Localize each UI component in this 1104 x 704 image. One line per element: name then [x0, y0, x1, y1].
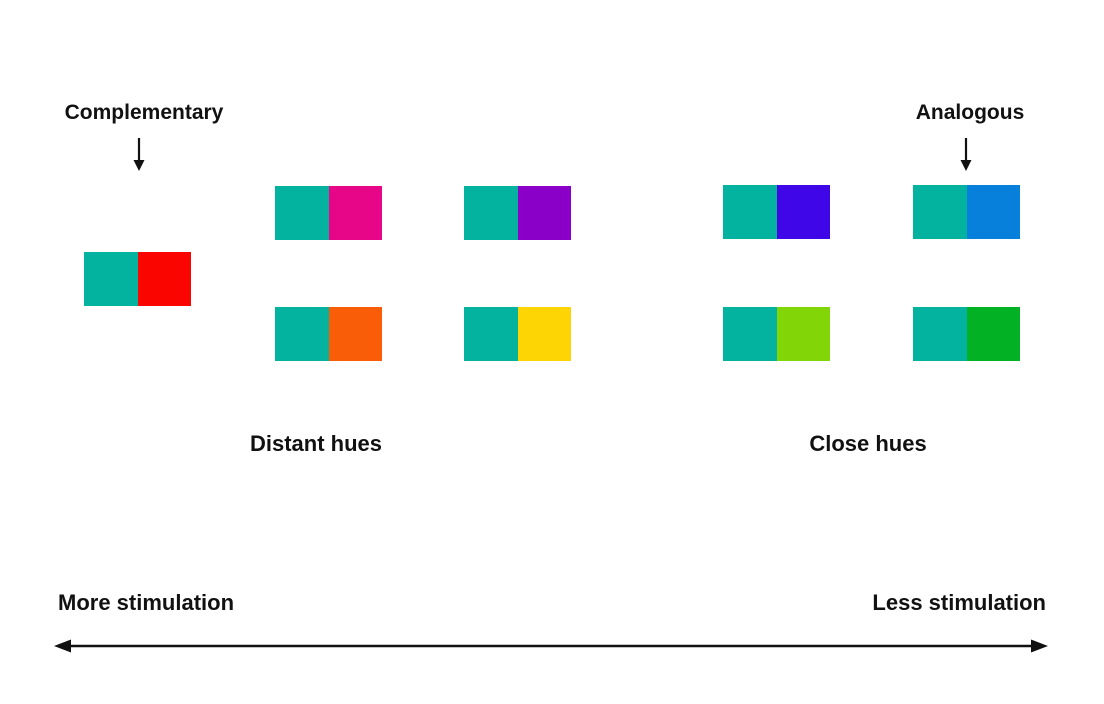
swatch-teal: [275, 307, 329, 361]
swatch-orange: [328, 307, 382, 361]
complementary-label: Complementary: [64, 101, 224, 124]
swatch-pair-complementary: [84, 252, 191, 306]
swatch-pair-close-top-1: [723, 185, 830, 239]
swatch-teal: [464, 186, 518, 240]
analogous-label: Analogous: [915, 101, 1025, 124]
swatch-pair-distant-bottom-2: [464, 307, 571, 361]
swatch-pair-close-bottom-1: [723, 307, 830, 361]
less-stimulation-label: Less stimulation: [872, 590, 1046, 615]
swatch-pair-distant-top-2: [464, 186, 571, 240]
swatch-yellow: [517, 307, 571, 361]
swatch-teal: [723, 185, 777, 239]
swatch-teal: [913, 307, 967, 361]
swatch-teal: [275, 186, 329, 240]
down-arrow-icon: [133, 138, 145, 171]
swatch-magenta: [328, 186, 382, 240]
swatch-teal: [464, 307, 518, 361]
swatch-blue: [966, 185, 1020, 239]
distant-hues-label: Distant hues: [249, 431, 383, 456]
swatch-teal: [723, 307, 777, 361]
swatch-blue-violet: [776, 185, 830, 239]
swatch-teal: [84, 252, 138, 306]
down-arrow-icon: [960, 138, 972, 171]
swatch-green: [966, 307, 1020, 361]
swatch-pair-distant-top-1: [275, 186, 382, 240]
swatch-pair-distant-bottom-1: [275, 307, 382, 361]
swatch-teal: [913, 185, 967, 239]
swatch-purple: [517, 186, 571, 240]
more-stimulation-label: More stimulation: [58, 590, 235, 615]
close-hues-label: Close hues: [809, 431, 927, 456]
swatch-red: [137, 252, 191, 306]
swatch-pair-close-bottom-2: [913, 307, 1020, 361]
swatch-yellow-green: [776, 307, 830, 361]
swatch-pair-close-top-2: [913, 185, 1020, 239]
stimulation-axis-double-arrow-icon: [54, 639, 1048, 653]
